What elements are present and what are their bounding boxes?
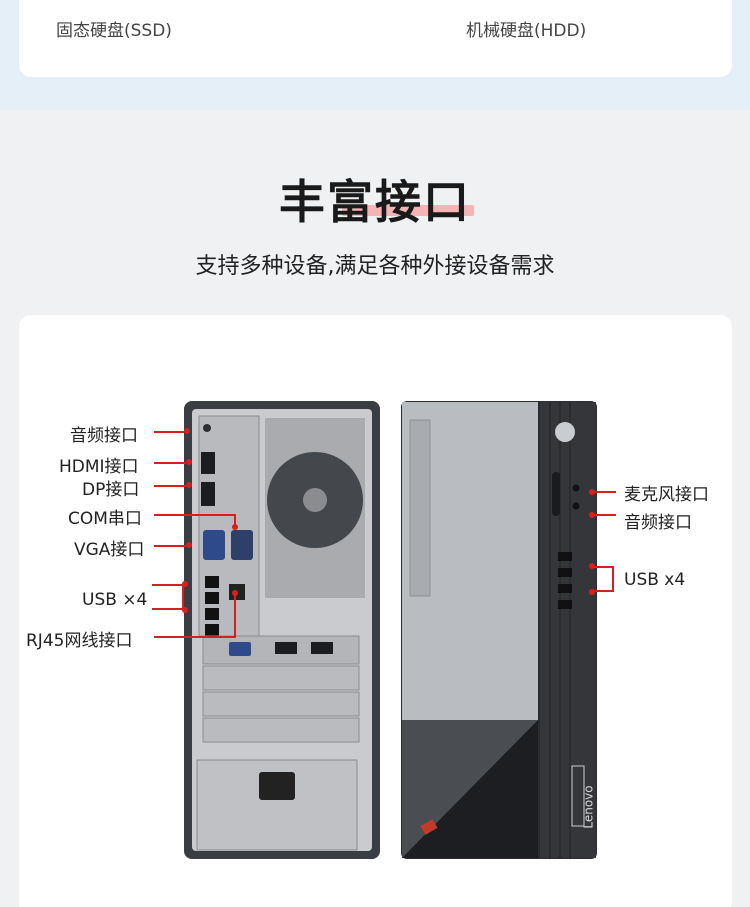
storage-card: 固态硬盘(SSD) 机械硬盘(HDD)	[19, 0, 732, 77]
section-title: 丰富接口	[279, 175, 471, 229]
title-underline	[342, 205, 474, 216]
callout-vga: VGA接口	[74, 540, 145, 560]
callout-mic: 麦克风接口	[624, 485, 709, 505]
leader-rj45	[154, 636, 236, 638]
leader-audio-rear	[154, 431, 184, 433]
callout-dp: DP接口	[82, 480, 140, 500]
leader-vga	[154, 545, 186, 547]
marker-audio-rear	[184, 428, 190, 434]
leader-com-drop	[234, 514, 236, 526]
ssd-label: 固态硬盘(SSD)	[56, 21, 172, 41]
marker-usb-rear-1	[182, 581, 188, 587]
marker-usb-front-2	[589, 589, 595, 595]
marker-hdmi	[186, 459, 192, 465]
marker-rj45	[232, 590, 238, 596]
callout-audio-rear: 音频接口	[70, 426, 138, 446]
bracket-usb-front	[592, 566, 614, 592]
callout-hdmi: HDMI接口	[59, 457, 139, 477]
callout-usb-rear: USB ×4	[82, 590, 148, 610]
marker-com	[232, 524, 238, 530]
section-subtitle: 支持多种设备,满足各种外接设备需求	[195, 254, 555, 279]
marker-audio-front	[589, 512, 595, 518]
marker-mic	[589, 489, 595, 495]
marker-dp	[186, 482, 192, 488]
leader-dp	[154, 485, 186, 487]
callout-com: COM串口	[68, 509, 142, 529]
lenovo-logo: Lenovo	[581, 785, 596, 829]
callout-rj45: RJ45网线接口	[26, 631, 133, 651]
pc-rear-view	[184, 401, 380, 859]
marker-vga	[186, 542, 192, 548]
marker-usb-front-1	[589, 563, 595, 569]
leader-audio-front	[594, 514, 616, 516]
hdd-label: 机械硬盘(HDD)	[466, 21, 587, 41]
leader-mic	[594, 491, 616, 493]
pc-front-view	[401, 401, 597, 859]
leader-com	[154, 514, 236, 516]
bracket-usb-rear	[152, 584, 184, 610]
callout-audio-front: 音频接口	[624, 513, 692, 533]
callout-usb-front: USB x4	[624, 570, 686, 590]
leader-hdmi	[154, 462, 186, 464]
leader-rj45-rise	[234, 592, 236, 638]
marker-usb-rear-2	[182, 607, 188, 613]
